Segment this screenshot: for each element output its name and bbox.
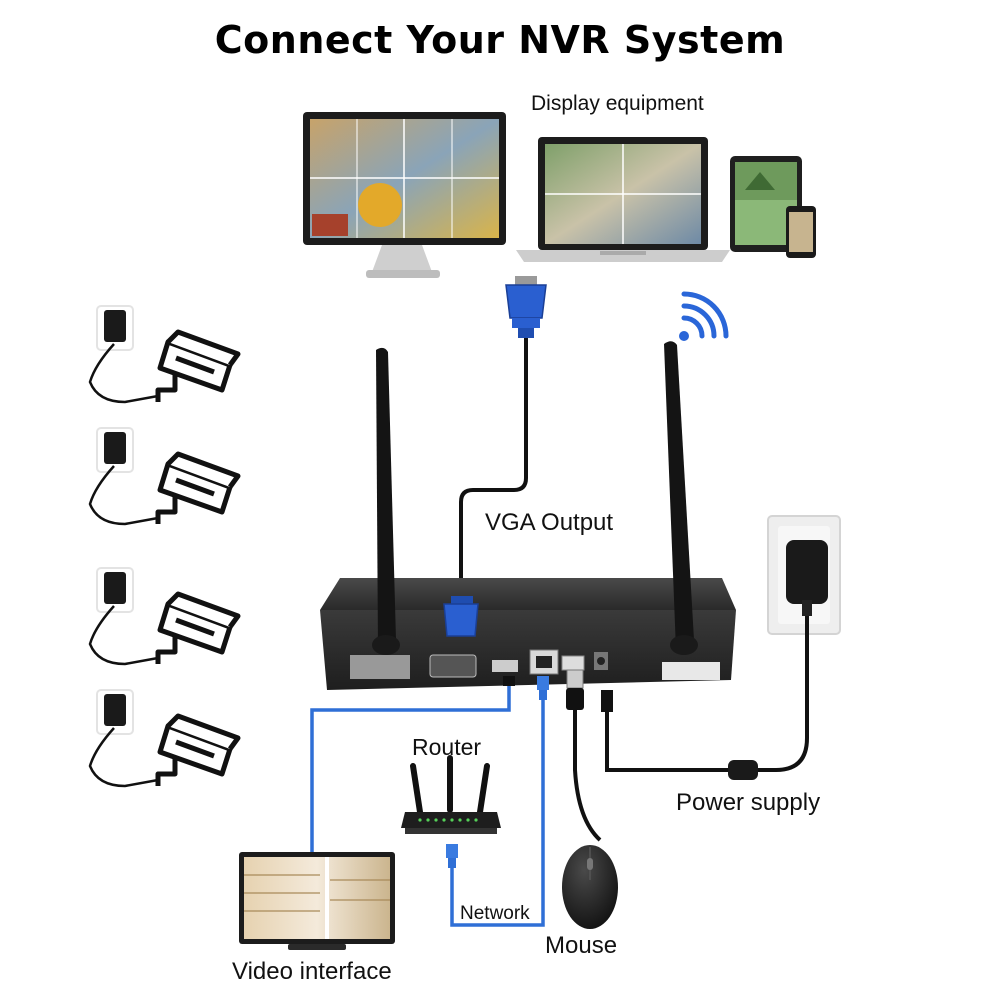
antenna-icon [664, 341, 698, 655]
power-adapter-icon [786, 540, 828, 616]
camera-set [88, 427, 241, 526]
monitor-icon [303, 112, 506, 278]
mouse-cable [573, 710, 602, 842]
router-label: Router [412, 734, 482, 760]
hdmi-plug [503, 676, 515, 686]
monitor-icon [239, 852, 395, 950]
mouse-icon [562, 845, 618, 929]
camera-set [88, 305, 241, 404]
power-adapter-icon [96, 305, 134, 351]
mouse-label: Mouse [545, 932, 618, 959]
vga-connector-icon [443, 596, 479, 637]
usb-plug [566, 669, 584, 710]
camera-icon [155, 329, 241, 402]
nvr-unit [320, 578, 736, 690]
camera-cable [88, 605, 159, 666]
rj45-plug [537, 676, 549, 700]
video-interface-label: Video interface [232, 958, 392, 985]
antenna-icon [372, 347, 400, 655]
camera-cable [88, 727, 159, 788]
page-title: Connect Your NVR System [214, 18, 786, 62]
rj45-plug [446, 844, 458, 868]
camera-icon [155, 591, 241, 664]
network-cable [450, 700, 545, 927]
camera-cable [88, 465, 159, 526]
camera-icon [155, 713, 241, 786]
vga-connector-icon [505, 276, 547, 338]
vga-output-label: VGA Output [485, 509, 614, 536]
power-supply-label: Power supply [676, 789, 821, 816]
power-adapter-icon [96, 427, 134, 473]
ferrite-bead [728, 760, 758, 780]
power-adapter-icon [96, 567, 134, 613]
router-icon [401, 755, 501, 834]
power-plug [601, 690, 613, 712]
power-adapter-icon [96, 689, 134, 735]
wifi-icon [679, 291, 729, 341]
power-cable [605, 616, 809, 772]
display-equipment-label: Display equipment [531, 92, 704, 115]
laptop-icon [516, 137, 730, 262]
camera-cable [88, 343, 159, 404]
camera-set [88, 567, 241, 666]
phone-icon [786, 206, 816, 258]
camera-set [88, 689, 241, 788]
hdmi-cable [310, 684, 511, 855]
network-label: Network [460, 903, 530, 924]
camera-icon [155, 451, 241, 524]
vga-cable [459, 338, 528, 598]
